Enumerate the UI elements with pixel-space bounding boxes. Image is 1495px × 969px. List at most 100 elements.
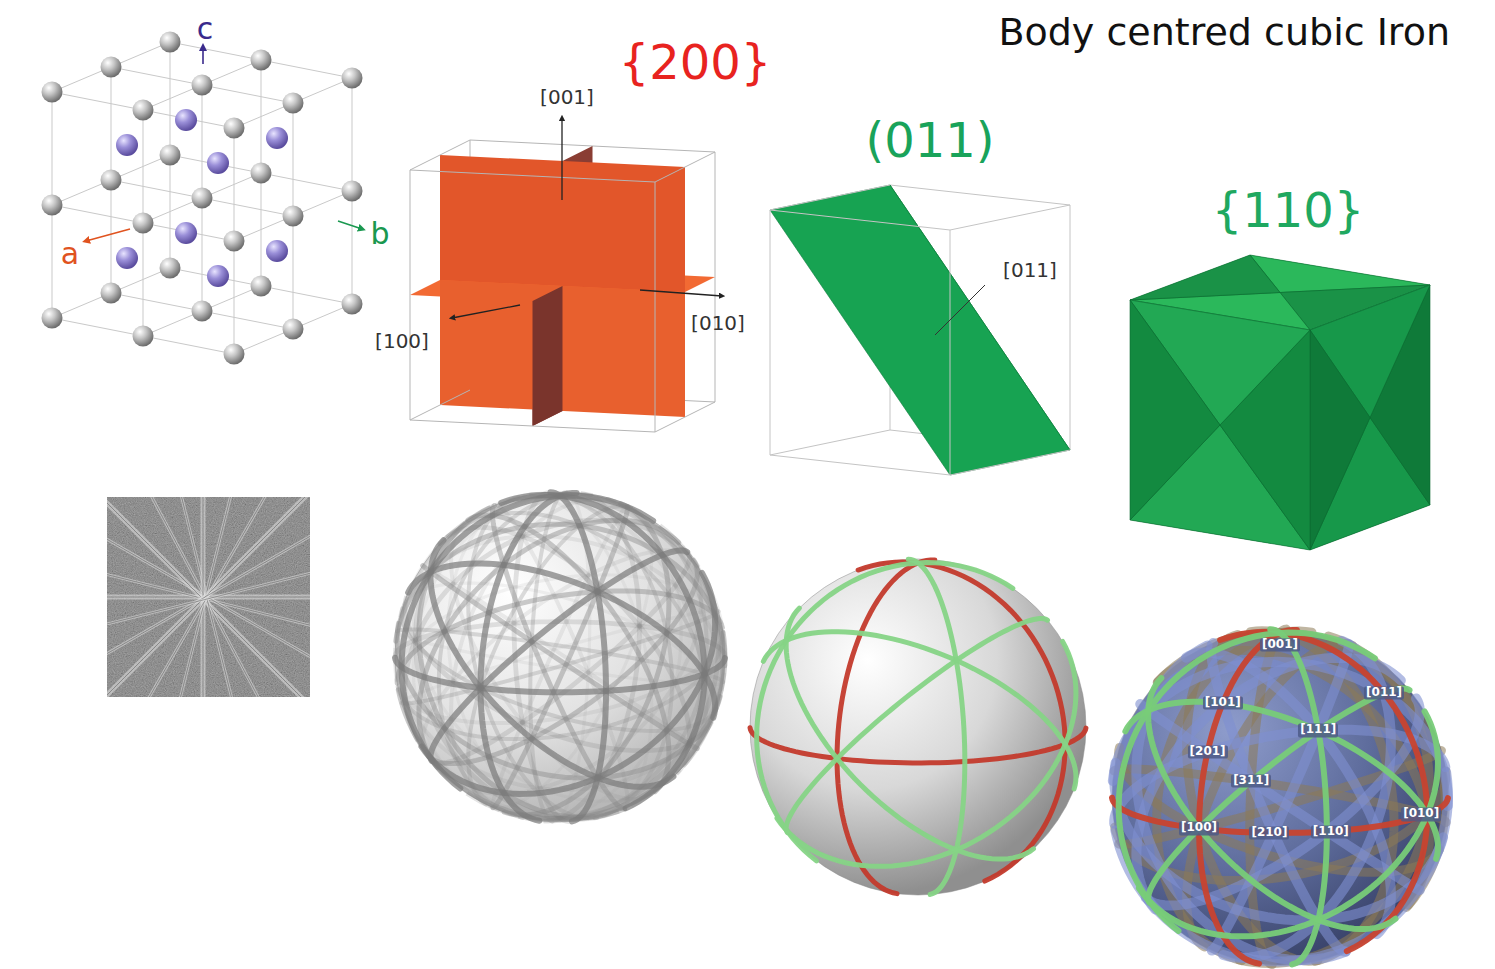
- back-great-circle: [433, 553, 690, 763]
- kikuchi-edge: [107, 497, 310, 697]
- great-circle-band: [786, 619, 1047, 833]
- body-centre-atom: [266, 240, 288, 262]
- direction-label: [001]: [540, 86, 594, 108]
- kikuchi-band: [107, 517, 310, 677]
- pole-index: [101]: [1203, 697, 1243, 710]
- kikuchi-pattern: [43, 437, 363, 757]
- axis-arrow-a: [86, 229, 130, 241]
- lattice-line: [111, 67, 293, 103]
- lattice-line: [234, 304, 352, 354]
- axis-arrow-c: [202, 47, 204, 64]
- corner-atom: [101, 283, 122, 304]
- corner-atom: [192, 75, 213, 96]
- corner-atom: [283, 319, 304, 340]
- sphere-body: [750, 559, 1086, 895]
- plane-010: [533, 286, 563, 426]
- pole-index: [010]: [1401, 808, 1441, 821]
- corner-atom: [133, 326, 154, 347]
- corner-atom: [342, 181, 363, 202]
- box-edge: [655, 402, 715, 432]
- great-circle-band: [1125, 702, 1438, 859]
- box-edge: [1070, 205, 1071, 450]
- plane-family-label: {200}: [619, 36, 772, 89]
- planes-200: [410, 118, 722, 432]
- plane-011-shape: [770, 185, 1070, 475]
- body-centre-atom: [207, 152, 229, 174]
- plane-011: [770, 185, 1070, 475]
- body-centre-atom: [207, 265, 229, 287]
- kikuchi-band: [107, 497, 310, 697]
- box-edge: [410, 390, 470, 420]
- lattice-line: [234, 78, 352, 128]
- corner-atom: [251, 50, 272, 71]
- corner-atom: [342, 68, 363, 89]
- direction-arrow: [640, 290, 722, 296]
- great-circle-band: [1148, 678, 1395, 929]
- kikuchi-edge: [107, 517, 310, 677]
- solid-facet: [1130, 300, 1220, 520]
- corner-atom: [251, 276, 272, 297]
- great-circle-band: [777, 641, 1076, 866]
- pole-index: [201]: [1188, 745, 1228, 758]
- back-great-circle: [514, 493, 570, 822]
- direction-label: [011]: [1003, 259, 1057, 281]
- great-circle-band: [431, 540, 674, 787]
- indexed-sphere: [1112, 629, 1448, 965]
- solid-face: [1130, 300, 1310, 550]
- box-edge: [770, 210, 950, 230]
- bcc-lattice: [42, 32, 363, 365]
- box-edge: [410, 420, 655, 432]
- box-edge: [655, 182, 656, 432]
- pole-index: [110]: [1311, 825, 1351, 838]
- direction-arrow: [561, 118, 562, 200]
- corner-atom: [42, 82, 63, 103]
- corner-atom: [283, 206, 304, 227]
- corner-atom: [251, 163, 272, 184]
- great-circle-band: [480, 493, 576, 821]
- title: Body centred cubic Iron: [880, 10, 1450, 54]
- corner-atom: [342, 294, 363, 315]
- box-edge: [410, 170, 655, 182]
- box-edge: [770, 455, 950, 475]
- box-edge: [950, 230, 951, 475]
- direction-label: [100]: [375, 330, 429, 352]
- body-centre-atom: [116, 134, 138, 156]
- solid-facet: [1130, 255, 1280, 300]
- corner-atom: [160, 32, 181, 53]
- corner-atom: [224, 118, 245, 139]
- kikuchi-edge: [107, 497, 310, 697]
- plane-family-label: {110}: [1212, 184, 1365, 237]
- corner-atom: [192, 301, 213, 322]
- body-centre-atom: [116, 247, 138, 269]
- box-edge: [770, 210, 771, 455]
- pole-index: [100]: [1179, 822, 1219, 835]
- corner-atom: [160, 258, 181, 279]
- solid-face: [1310, 285, 1430, 550]
- pole-index: [210]: [1249, 826, 1289, 839]
- box-edge: [410, 170, 411, 420]
- box-edge: [770, 430, 890, 455]
- corner-atom: [101, 170, 122, 191]
- kikuchi-band: [107, 497, 310, 697]
- body-centre-atom: [266, 127, 288, 149]
- axis-label: b: [370, 217, 389, 250]
- box-edge: [410, 140, 470, 170]
- great-circle-band: [786, 608, 1033, 859]
- corner-atom: [283, 93, 304, 114]
- axis-arrow-b: [338, 221, 362, 229]
- solid-facet: [1310, 330, 1370, 550]
- plane-edge: [890, 185, 1070, 450]
- pole-index: [011]: [1364, 687, 1404, 700]
- box-edge: [950, 450, 1070, 475]
- corner-atom: [160, 145, 181, 166]
- great-circle-band: [1199, 630, 1297, 964]
- body-centre-atom: [175, 109, 197, 131]
- corner-atom: [133, 213, 154, 234]
- lattice-line: [234, 191, 352, 241]
- sphere-body: [1112, 629, 1448, 965]
- kikuchi-sphere: [395, 492, 725, 822]
- band-group: [107, 497, 310, 697]
